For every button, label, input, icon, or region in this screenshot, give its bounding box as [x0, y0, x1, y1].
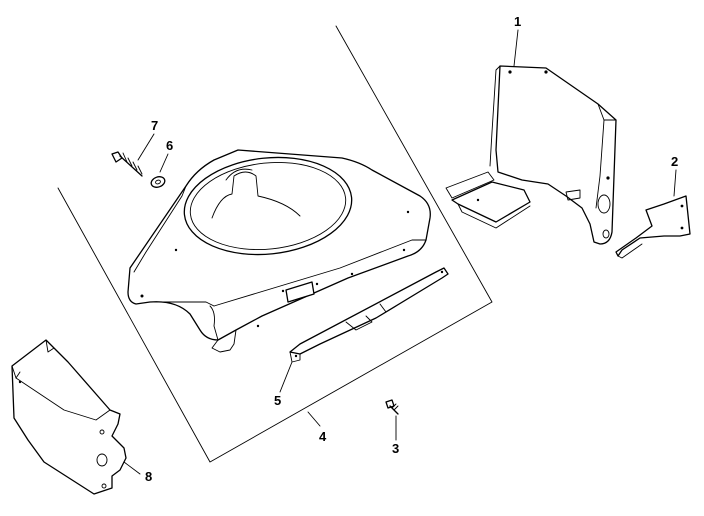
callout-2: 2 [671, 154, 678, 169]
callout-7: 7 [151, 118, 158, 133]
part-2-small-bracket[interactable] [615, 195, 691, 259]
part-4-blower-housing[interactable] [127, 149, 431, 353]
callout-3: 3 [392, 441, 399, 456]
assembly-group-outline [57, 25, 493, 463]
part-1-cylinder-shield[interactable] [445, 65, 617, 245]
callout-8: 8 [145, 469, 152, 484]
part-8-side-shield[interactable] [11, 339, 127, 495]
callout-6: 6 [166, 138, 173, 153]
callout-labels: 1 2 3 4 5 6 7 8 [145, 14, 678, 484]
part-3-screw[interactable] [385, 399, 399, 415]
part-6-washer[interactable] [150, 175, 167, 189]
callout-5: 5 [274, 393, 281, 408]
callout-4: 4 [319, 429, 327, 444]
callout-1: 1 [514, 14, 521, 29]
part-5-support-bracket[interactable] [289, 267, 449, 363]
part-7-screw[interactable] [111, 151, 143, 177]
leader-lines [123, 29, 677, 475]
